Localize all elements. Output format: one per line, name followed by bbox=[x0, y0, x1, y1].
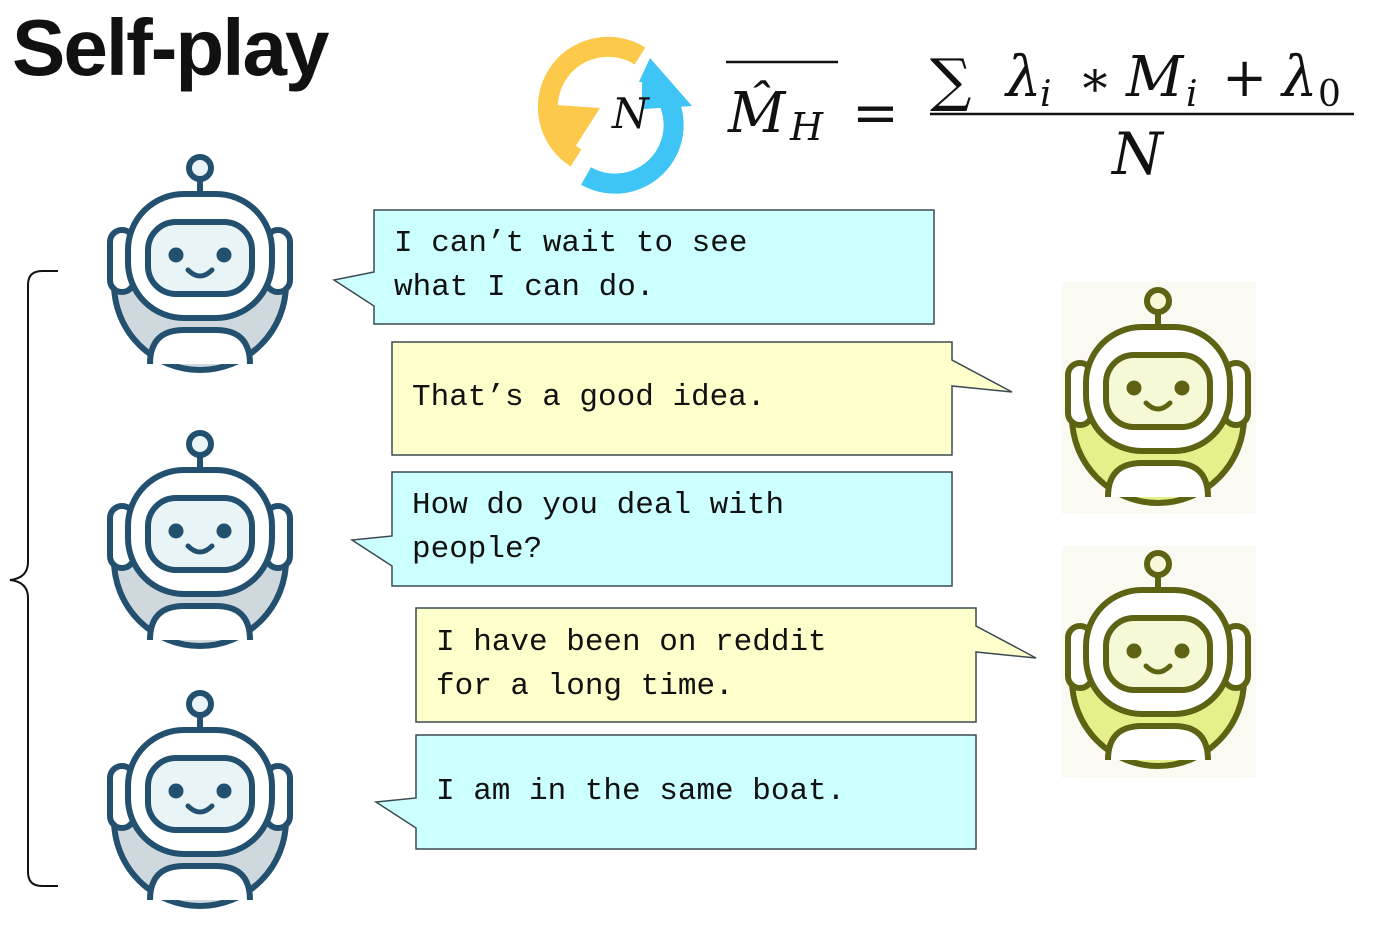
message-5-text: I am in the same boat. bbox=[436, 774, 846, 809]
formula-times: ∗ bbox=[1078, 50, 1112, 108]
cycle-arrow-orange-icon bbox=[542, 104, 600, 158]
speech-bubble-4 bbox=[415, 607, 1037, 723]
formula-denominator: N bbox=[1110, 120, 1165, 188]
blue-robot-3 bbox=[110, 693, 290, 906]
cycle-arrow-blue-icon bbox=[626, 58, 692, 110]
blue-robot-1 bbox=[110, 157, 290, 370]
formula-m-sub: i bbox=[1186, 74, 1198, 115]
message-1-text: I can’t wait to see what I can do. bbox=[394, 226, 748, 305]
message-4-text: I have been on reddit for a long time. bbox=[436, 625, 827, 704]
formula-lambda0-sub: 0 bbox=[1318, 74, 1341, 115]
message-3-text: How do you deal with people? bbox=[412, 488, 785, 567]
formula: M̂ H = ∑ λ i ∗ M i + λ 0 N bbox=[726, 45, 1354, 188]
speech-bubble-5 bbox=[373, 734, 977, 850]
speech-bubble-3 bbox=[349, 471, 953, 587]
cycle-label: N bbox=[611, 89, 650, 138]
formula-lambda: λ bbox=[1004, 45, 1042, 110]
blue-robot-2 bbox=[110, 433, 290, 646]
left-brace bbox=[9, 270, 58, 887]
speech-bubble-1 bbox=[332, 209, 935, 325]
formula-m: M bbox=[1125, 45, 1185, 110]
formula-sum: ∑ bbox=[930, 46, 971, 114]
formula-lhs-subscript: H bbox=[789, 105, 824, 149]
formula-lambda0: λ bbox=[1280, 45, 1318, 110]
cycle-icon bbox=[537, 36, 692, 194]
speech-bubble-2 bbox=[391, 341, 1013, 456]
formula-equals: = bbox=[852, 81, 899, 146]
formula-plus: + bbox=[1222, 46, 1267, 109]
message-2-text: That’s a good idea. bbox=[412, 380, 766, 415]
title: Self-play bbox=[12, 3, 329, 92]
formula-lambda-sub: i bbox=[1040, 74, 1052, 115]
formula-lhs: M̂ bbox=[727, 79, 787, 146]
